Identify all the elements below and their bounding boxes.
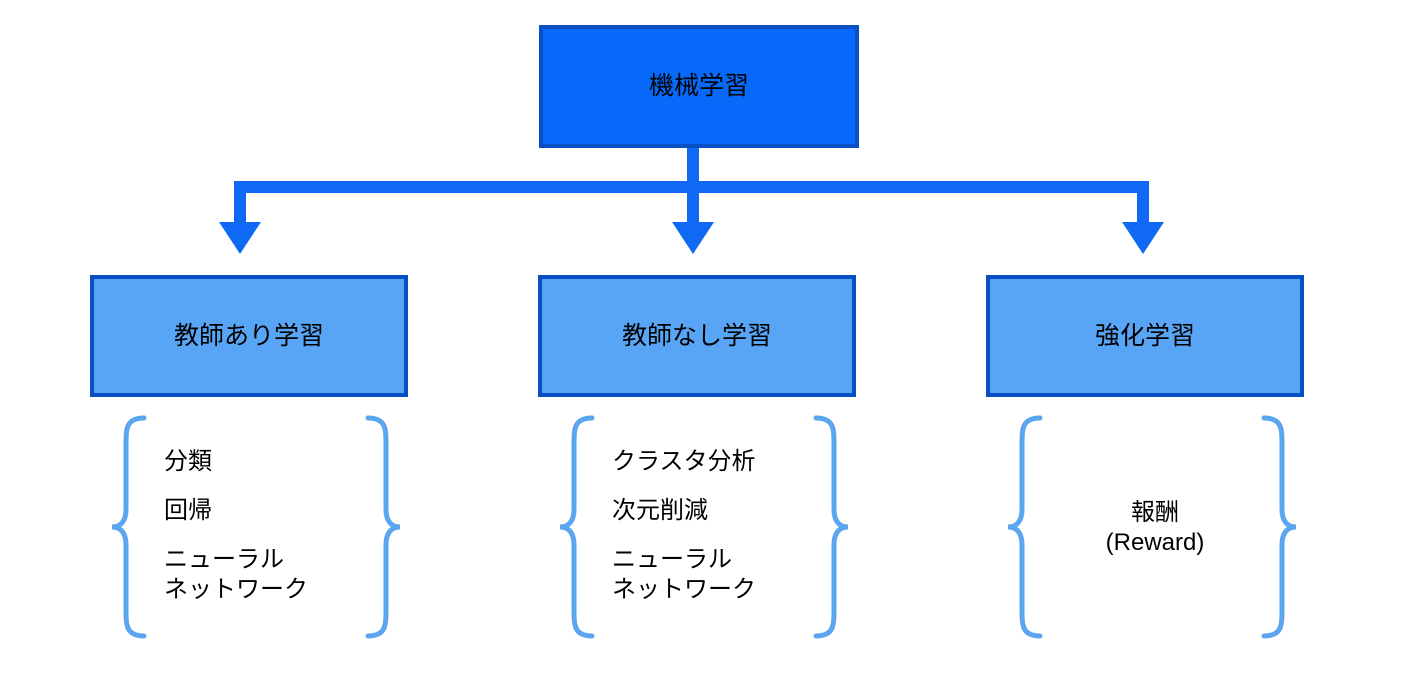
node-reinforcement-learning[interactable]: 強化学習 (986, 275, 1304, 397)
brace-pair-reinforcement (1007, 415, 1297, 639)
connector-lines (219, 145, 1164, 254)
arrowhead-left-icon (219, 222, 261, 254)
connector-right-drop (1137, 181, 1149, 223)
left-curly-brace-icon (559, 415, 595, 639)
leaf-item: 分類 (164, 447, 212, 475)
left-curly-brace-icon (111, 415, 147, 639)
node-unsupervised-learning-label: 教師なし学習 (621, 321, 772, 350)
connector-center-drop (687, 181, 699, 223)
node-reinforcement-learning-label: 強化学習 (1094, 321, 1195, 350)
brace-pair-unsupervised (559, 415, 849, 639)
leaf-group-reinforcement: 報酬 (Reward) (1002, 415, 1302, 640)
leaf-group-unsupervised: クラスタ分析 次元削減 ニューラル ネットワーク (554, 415, 854, 640)
connector-root-stem (687, 145, 699, 187)
left-curly-brace-icon (1007, 415, 1043, 639)
leaf-item: 次元削減 (612, 497, 708, 525)
brace-pair-supervised (111, 415, 401, 639)
leaf-item: 回帰 (164, 497, 212, 525)
leaf-group-supervised: 分類 回帰 ニューラル ネットワーク (106, 415, 406, 640)
leaf-item: クラスタ分析 (612, 447, 756, 475)
node-machine-learning[interactable]: 機械学習 (539, 25, 859, 148)
arrowhead-center-icon (672, 222, 714, 254)
leaf-item: 報酬 (Reward) (1105, 499, 1205, 556)
leaf-items-reinforcement: 報酬 (Reward) (1052, 415, 1258, 640)
leaf-items-supervised: 分類 回帰 ニューラル ネットワーク (156, 415, 362, 640)
node-supervised-learning-label: 教師あり学習 (173, 321, 324, 350)
leaf-item: ニューラル ネットワーク (612, 546, 756, 603)
leaf-item: ニューラル ネットワーク (164, 546, 308, 603)
arrowhead-right-icon (1122, 222, 1164, 254)
right-curly-brace-icon (813, 415, 849, 639)
node-machine-learning-label: 機械学習 (648, 72, 749, 101)
node-supervised-learning[interactable]: 教師あり学習 (90, 275, 408, 397)
connector-left-drop (234, 181, 246, 223)
right-curly-brace-icon (1261, 415, 1297, 639)
right-curly-brace-icon (365, 415, 401, 639)
leaf-items-unsupervised: クラスタ分析 次元削減 ニューラル ネットワーク (604, 415, 810, 640)
node-unsupervised-learning[interactable]: 教師なし学習 (538, 275, 856, 397)
